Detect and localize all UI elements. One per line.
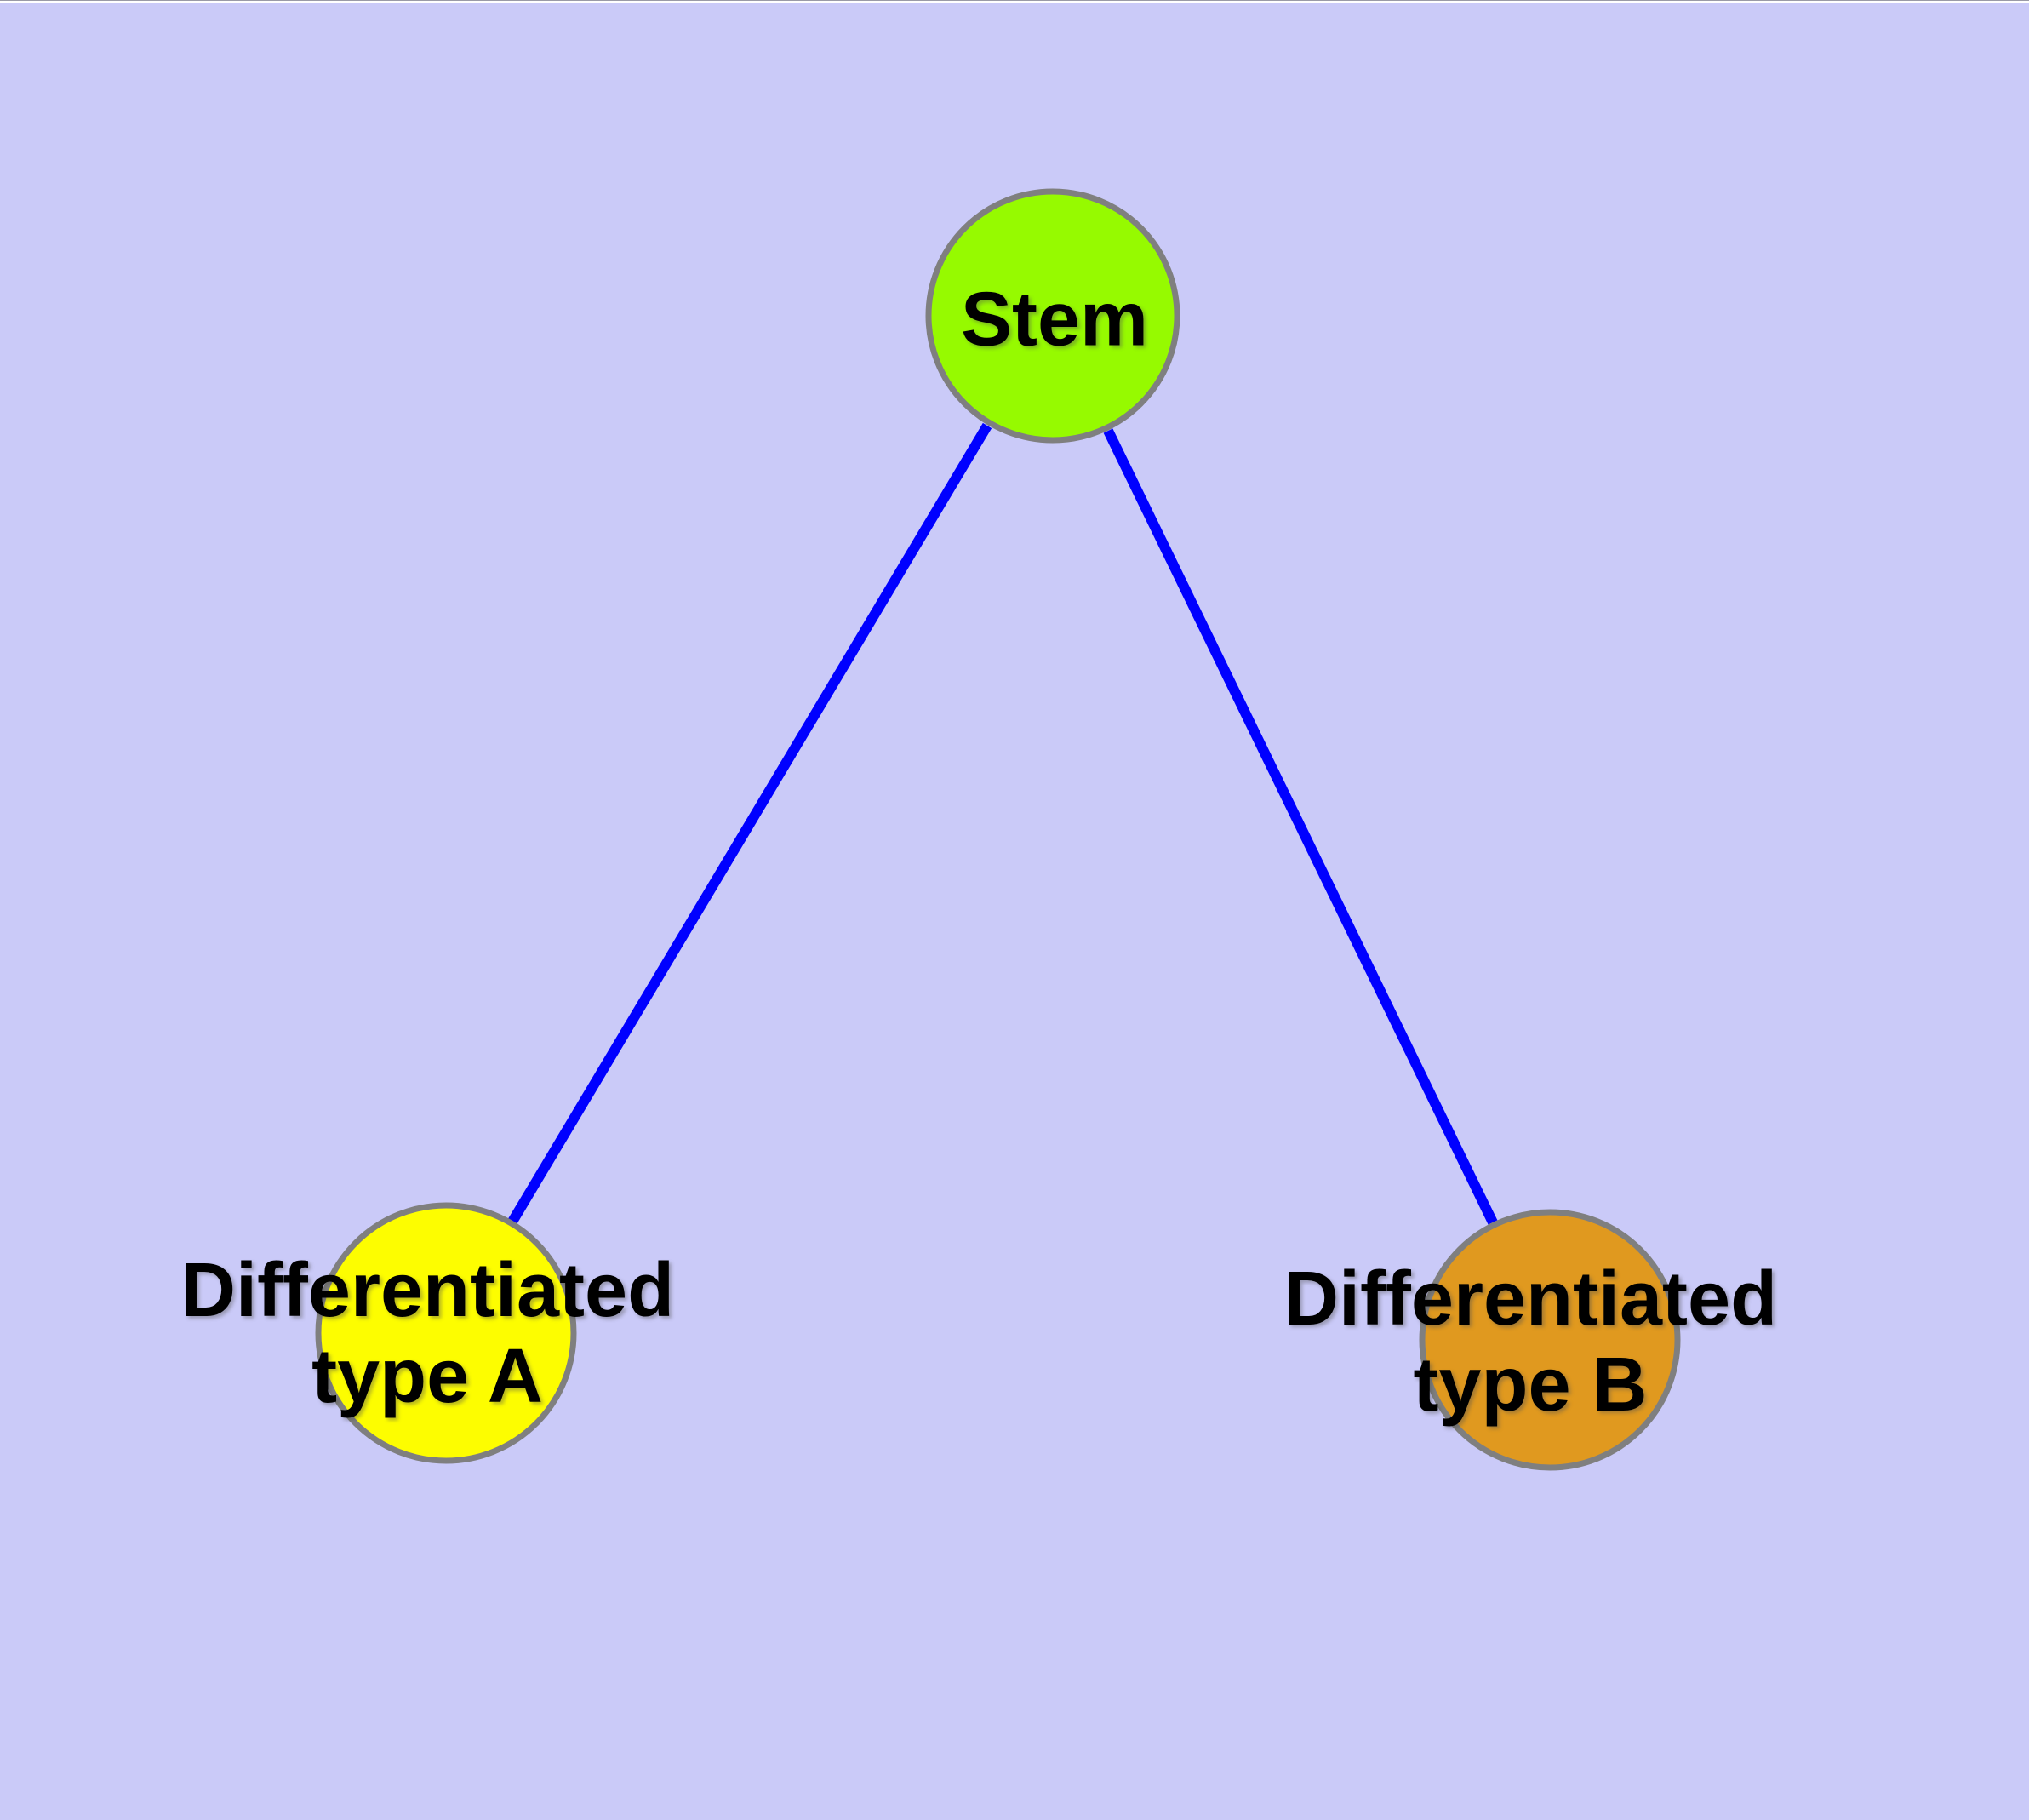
type-a-label-line2: type A [311,1334,543,1419]
edge-stem-to-type-a [507,422,992,1225]
type-a-label-line1: Differentiated [180,1248,675,1333]
type-b-node-label: Differentiated type B [1283,1256,1777,1428]
window-top-edge [0,0,2029,3]
type-b-node-circle [1419,1209,1681,1471]
stem-node-circle [925,188,1180,444]
type-b-label-line2: type B [1413,1342,1648,1428]
type-a-node-circle [315,1202,577,1464]
edge-stem-to-type-b [1103,428,1498,1225]
stem-node-label: Stem [960,277,1149,363]
type-b-label-line1: Differentiated [1283,1256,1778,1342]
type-a-node-label: Differentiated type A [180,1248,674,1420]
